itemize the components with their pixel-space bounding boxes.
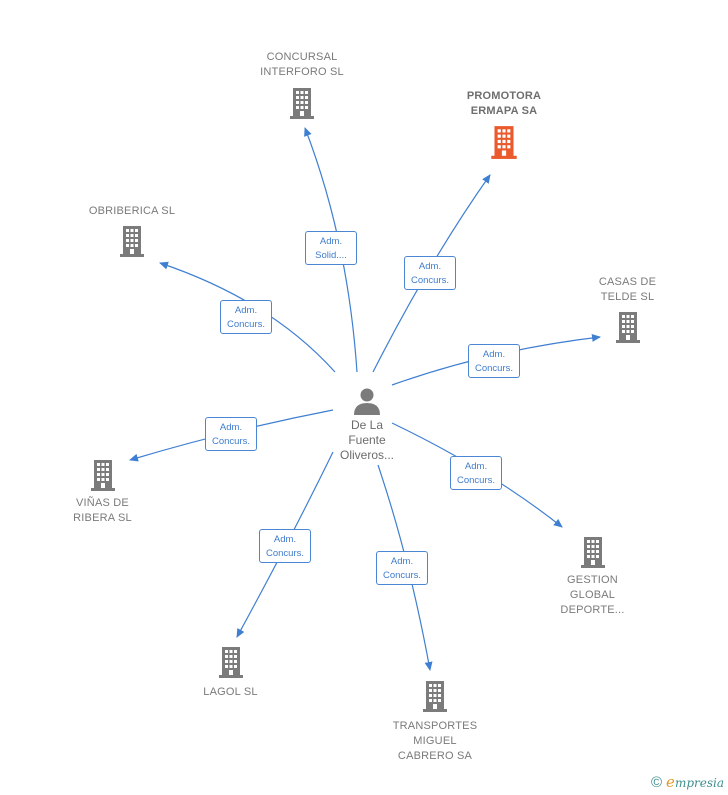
building-icon [290, 88, 314, 119]
brand-logo: empresia [666, 773, 724, 791]
copyright-icon: © [650, 773, 663, 791]
company-node-obriberica[interactable]: OBRIBERICA SL [77, 204, 187, 258]
building-icon [218, 647, 243, 678]
relation-badge-promotora[interactable]: Adm.Concurs. [404, 256, 456, 290]
relation-badge-vinas[interactable]: Adm.Concurs. [205, 417, 257, 451]
relation-badge-transportes[interactable]: Adm.Concurs. [376, 551, 428, 585]
relation-badge-gestion[interactable]: Adm.Concurs. [450, 456, 502, 490]
building-icon [90, 460, 115, 491]
building-icon [423, 681, 447, 712]
relation-badge-obriberica[interactable]: Adm.Concurs. [220, 300, 272, 334]
building-icon [580, 537, 605, 568]
relation-badge-concursal[interactable]: Adm.Solid.... [305, 231, 357, 265]
company-label: OBRIBERICA SL [88, 205, 176, 217]
person-icon [354, 388, 380, 415]
company-label: LAGOL SL [203, 686, 258, 698]
building-icon [120, 226, 144, 257]
building-icon [491, 126, 517, 159]
brand-footer[interactable]: © empresia [651, 773, 724, 791]
relation-badge-lagol[interactable]: Adm.Concurs. [259, 529, 311, 563]
relation-badge-casas[interactable]: Adm.Concurs. [468, 344, 520, 378]
company-node-lagol[interactable]: LAGOL SL [183, 645, 278, 700]
building-icon [615, 312, 640, 343]
